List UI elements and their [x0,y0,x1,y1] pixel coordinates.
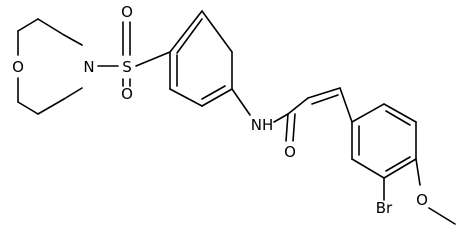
sulfonyl-oxygen-bottom-label: O [121,85,133,103]
carbonyl-oxygen-label: O [284,143,296,161]
methoxy-oxygen-label: O [416,191,428,209]
acrylamide-chain [231,87,353,142]
chemical-structure: O N S O O NH O Br O [12,3,456,225]
sulfonyl-oxygen-top-label: O [121,3,133,21]
substituent-bonds [383,158,456,225]
benzene-ring-left [169,10,233,107]
morpholine-oxygen-label: O [12,58,24,76]
amide-nitrogen-label: NH [251,116,274,134]
benzene-ring-right [351,103,417,179]
bromine-label: Br [376,199,393,217]
sulfonyl-sulfur-label: S [122,58,132,76]
morpholine-ring [17,18,83,115]
morpholine-nitrogen-label: N [83,58,94,76]
sulfonyl-group [97,21,171,87]
